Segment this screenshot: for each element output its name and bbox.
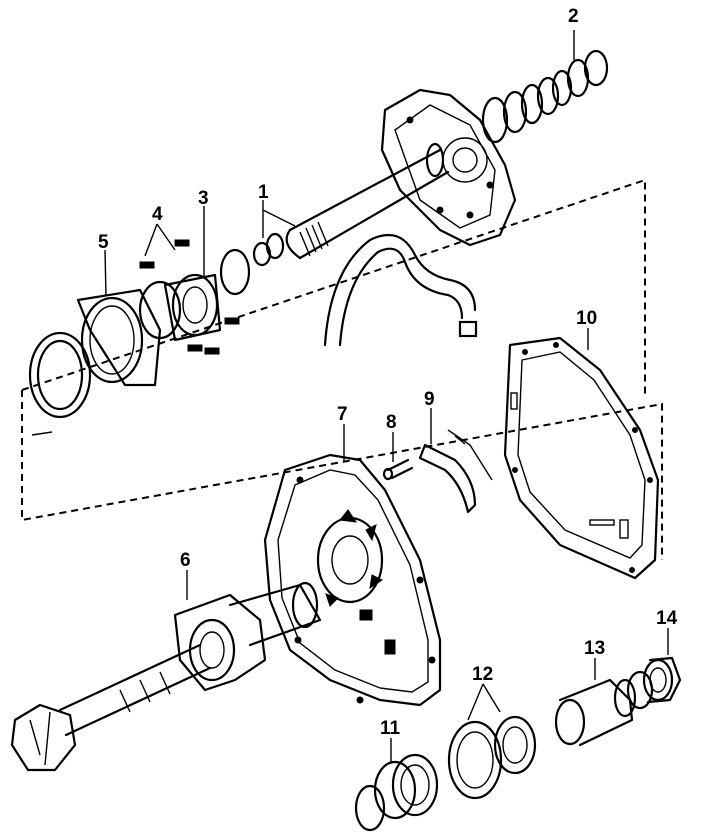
main-case: [263, 453, 442, 707]
assembly-boundary-dashes: [21, 178, 663, 560]
callout-3: 3: [198, 188, 209, 209]
callout-7: 7: [337, 404, 348, 425]
callout-10: 10: [576, 308, 597, 329]
callout-9: 9: [424, 389, 435, 410]
upper-shaft-assembly: [252, 49, 609, 267]
callout-1: 1: [258, 182, 269, 203]
callout-8: 8: [386, 412, 397, 433]
lower-shaft-assembly: [10, 581, 322, 772]
sleeve-and-nut: [554, 656, 682, 747]
callout-6: 6: [180, 550, 191, 571]
seal-parts: [354, 715, 537, 832]
pin-and-bracket: [382, 429, 493, 514]
callout-labels: 2 1 3 4 5 6 7 8 9 10 11 12 13 14: [98, 6, 678, 739]
callout-2: 2: [568, 6, 579, 27]
carrier-assembly: [28, 239, 251, 436]
leader-lines: [104, 30, 669, 762]
callout-11: 11: [380, 718, 401, 739]
callout-13: 13: [584, 638, 605, 659]
callout-12: 12: [472, 664, 493, 685]
oil-tube: [323, 233, 478, 347]
callout-14: 14: [656, 608, 678, 629]
gasket-plate: [503, 336, 660, 580]
callout-5: 5: [98, 232, 109, 253]
callout-4: 4: [152, 204, 163, 225]
